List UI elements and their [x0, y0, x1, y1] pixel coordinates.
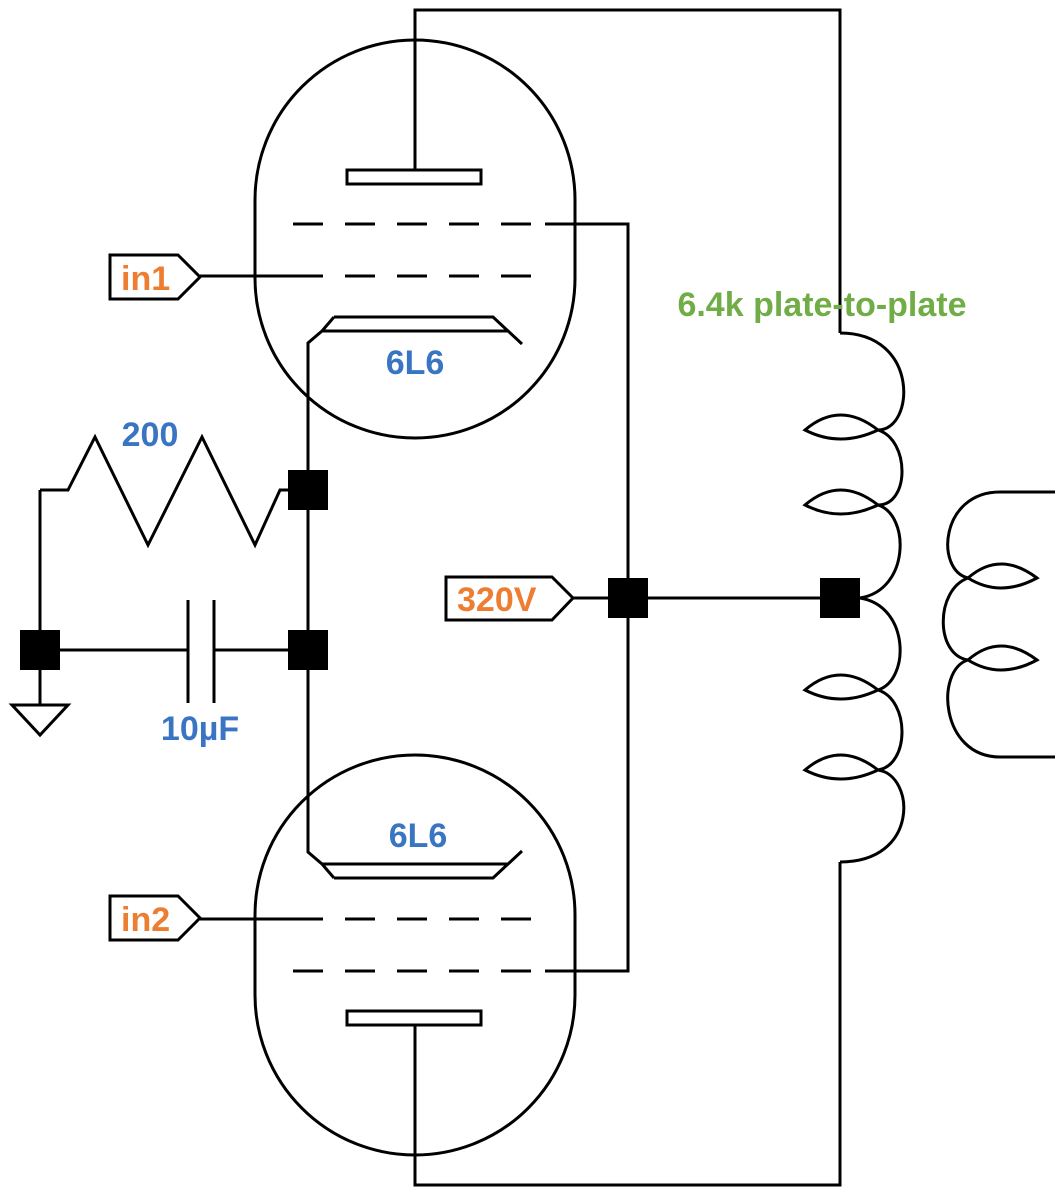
tube-top-envelope: [253, 38, 577, 440]
tube-top: [253, 38, 577, 470]
junction: [608, 578, 648, 618]
label-transformer: 6.4k plate-to-plate: [677, 286, 966, 324]
label-capacitor: 10µF: [161, 710, 239, 748]
wires: [38, 8, 842, 1187]
label-supply: 320V: [457, 581, 537, 619]
tube-bottom: [253, 670, 577, 1157]
tube-bottom-envelope: [253, 753, 577, 1157]
port-in1: [108, 253, 203, 301]
label-in2: in2: [121, 901, 170, 939]
junction: [20, 630, 60, 670]
resistor: [40, 433, 308, 549]
tube-bottom-cathode: [306, 670, 524, 880]
port-320v: [444, 575, 576, 622]
ground-icon: [8, 703, 72, 738]
tube-bottom-plate: [345, 1009, 483, 1027]
transformer-secondary: [941, 490, 1055, 759]
junctions: [20, 470, 860, 670]
junction: [820, 578, 860, 618]
label-tube-top: 6L6: [386, 344, 445, 382]
junction: [288, 470, 328, 510]
junction: [288, 630, 328, 670]
label-in1: in1: [121, 260, 170, 298]
label-resistor: 200: [122, 416, 179, 454]
label-tube-bottom: 6L6: [389, 817, 448, 855]
tube-top-cathode: [306, 315, 524, 470]
transformer-primary: [802, 331, 906, 864]
port-in2: [108, 894, 203, 942]
capacitor: [186, 600, 216, 703]
tube-top-plate: [345, 168, 483, 186]
